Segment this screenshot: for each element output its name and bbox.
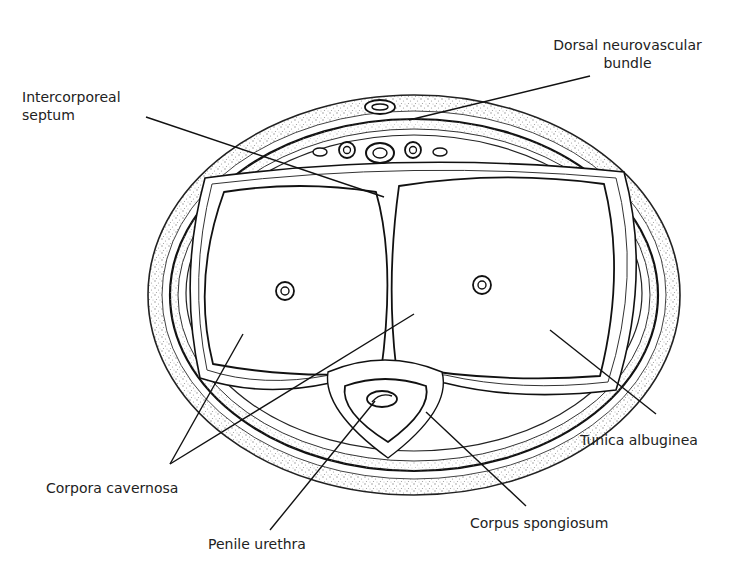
part-label: Penile urethra <box>208 535 306 553</box>
leader-line <box>170 334 243 464</box>
dorsal-artery <box>344 147 351 154</box>
part-label: Tunica albuginea <box>580 431 698 449</box>
superficial-vein <box>365 100 395 114</box>
deep-artery <box>276 282 294 300</box>
dorsal-nerve <box>433 148 447 156</box>
part-label: Dorsal neurovascular bundle <box>535 36 720 72</box>
dorsal-artery <box>405 142 421 158</box>
corpus-spongiosum <box>345 379 427 442</box>
bucks-fascia <box>186 135 642 451</box>
deep-dorsal-vein <box>373 148 387 158</box>
corpus-cavernosum <box>392 177 614 378</box>
part-label: Corpora cavernosa <box>46 479 178 497</box>
leader-line <box>270 401 375 530</box>
leader-line <box>409 76 590 120</box>
spongiosum-fascia <box>328 360 444 458</box>
part-label: Intercorporeal septum <box>22 88 157 124</box>
leader-line <box>170 314 414 464</box>
tunica-inner <box>199 170 628 385</box>
deep-dorsal-vein <box>366 143 394 163</box>
leader-line <box>550 330 656 414</box>
tunica-outline <box>190 162 636 394</box>
leader-line <box>146 117 384 197</box>
superficial-vein <box>372 104 388 110</box>
dorsal-nerve <box>313 148 327 156</box>
dorsal-artery <box>410 147 417 154</box>
fascia-stipple <box>170 119 658 471</box>
fascia-line <box>178 129 650 461</box>
dartos-line <box>162 111 666 479</box>
dorsal-artery <box>339 142 355 158</box>
deep-artery <box>281 287 289 295</box>
fascia-line <box>170 119 658 471</box>
leader-line <box>426 412 526 506</box>
deep-artery <box>478 281 486 289</box>
urethra-lumen <box>372 395 392 402</box>
part-label: Corpus spongiosum <box>470 514 608 532</box>
deep-artery <box>473 276 491 294</box>
leader-lines <box>146 76 656 530</box>
